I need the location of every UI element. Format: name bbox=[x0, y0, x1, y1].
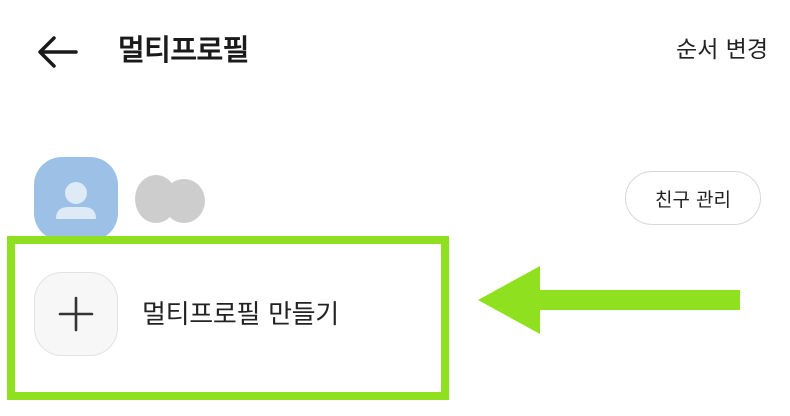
back-button[interactable] bbox=[34, 28, 82, 76]
create-multiprofile-label: 멀티프로필 만들기 bbox=[142, 300, 339, 330]
plus-icon bbox=[58, 296, 94, 332]
friend-manage-button[interactable]: 친구 관리 bbox=[625, 171, 761, 225]
profile-name-redacted bbox=[134, 174, 206, 224]
arrow-left-icon bbox=[478, 266, 740, 334]
order-change-button[interactable]: 순서 변경 bbox=[676, 37, 768, 63]
arrow-left-icon bbox=[38, 36, 78, 68]
default-profile-row[interactable]: 친구 관리 bbox=[0, 150, 790, 241]
plus-tile bbox=[34, 272, 118, 356]
app-header: 멀티프로필 순서 변경 bbox=[0, 0, 790, 100]
person-icon bbox=[56, 182, 96, 219]
page-title: 멀티프로필 bbox=[118, 33, 249, 67]
avatar[interactable] bbox=[34, 157, 118, 241]
create-multiprofile-button[interactable]: 멀티프로필 만들기 bbox=[34, 272, 424, 358]
highlight-box bbox=[7, 236, 449, 400]
